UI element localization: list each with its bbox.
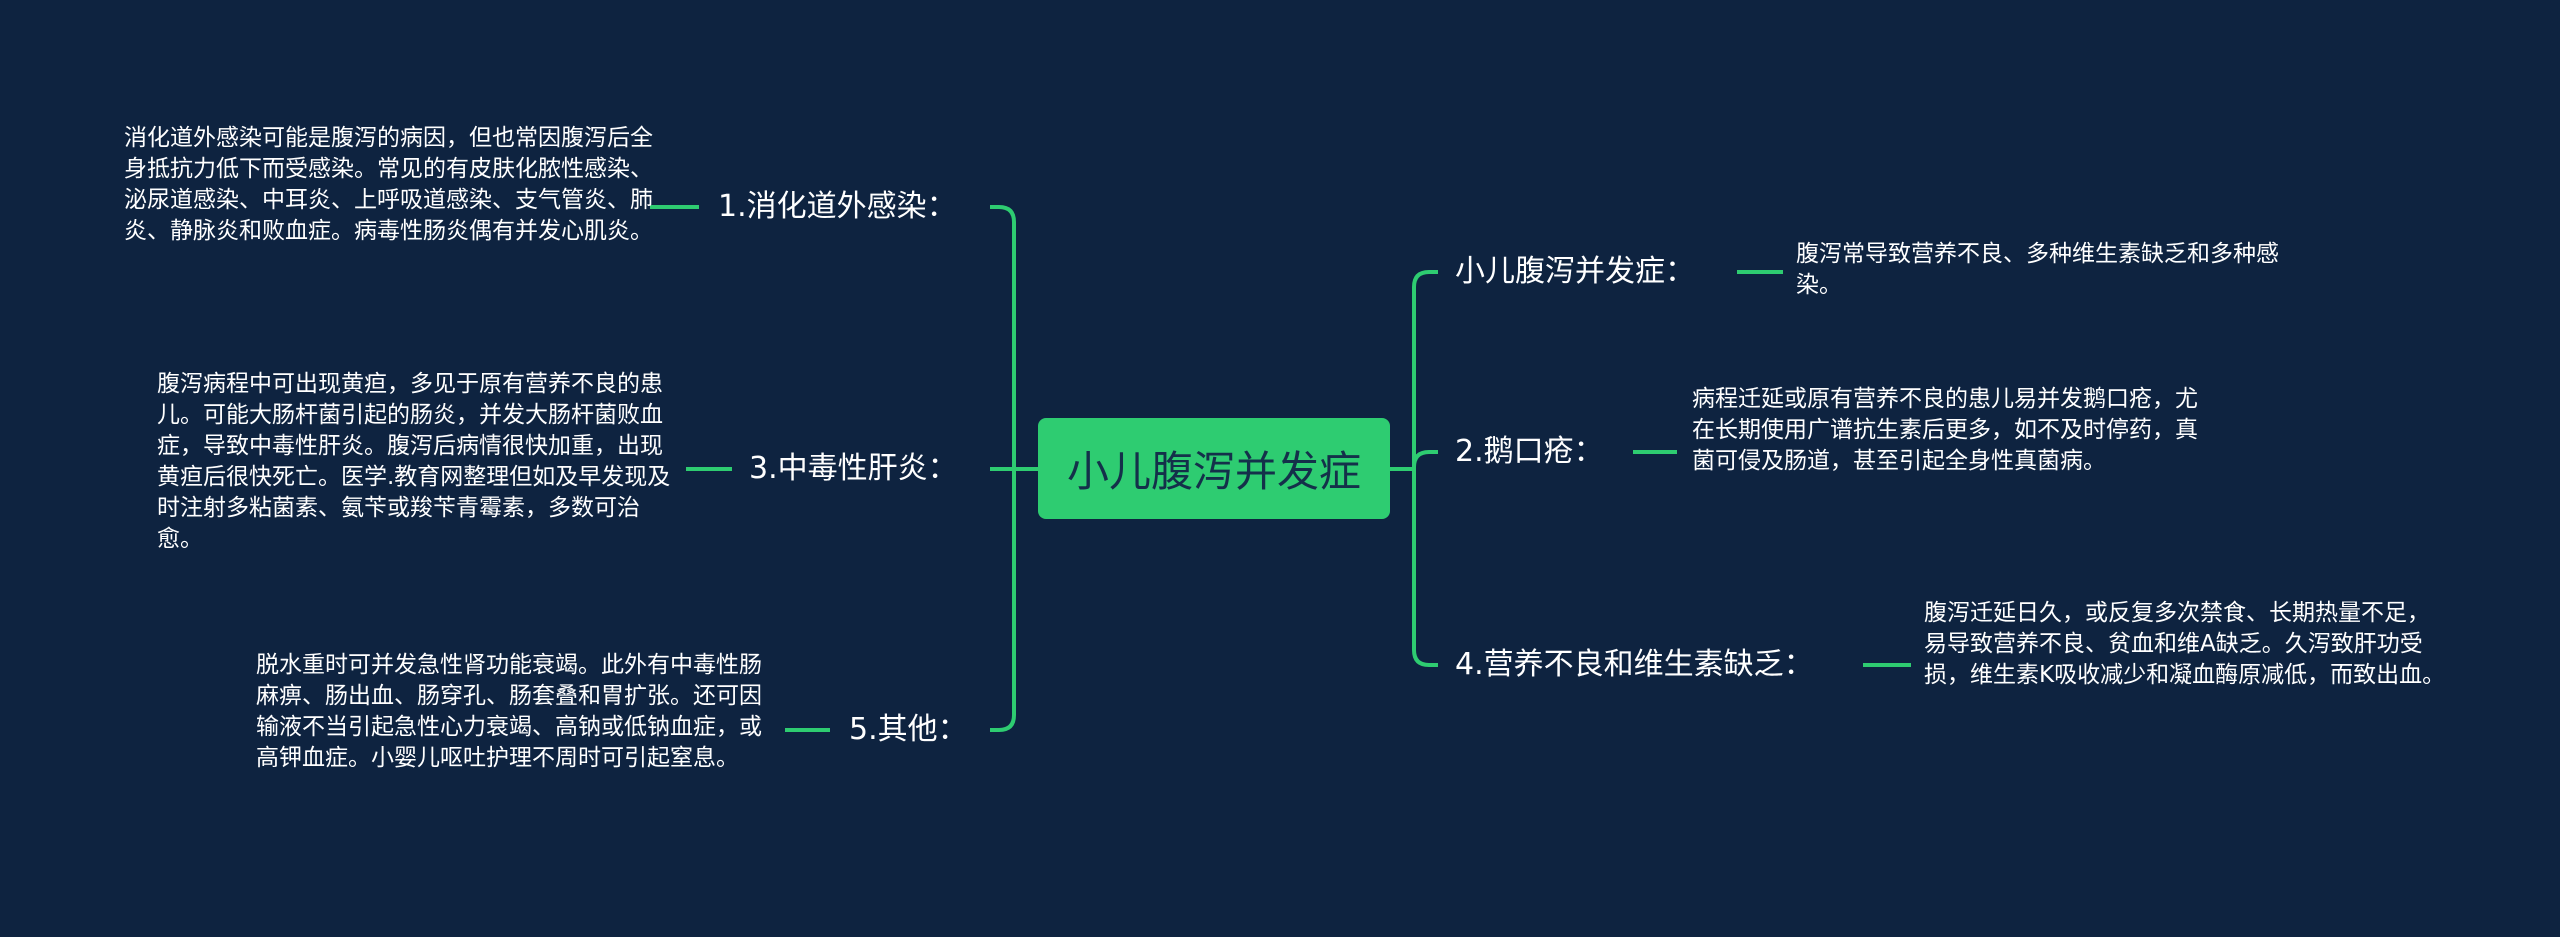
detail-extraintestinal-infection: 消化道外感染可能是腹泻的病因，但也常因腹泻后全身抵抗力低下而受感染。常见的有皮肤… <box>124 125 653 244</box>
central-topic-label: 小儿腹泻并发症 <box>1066 447 1361 496</box>
detail-toxic-hepatitis: 腹泻病程中可出现黄疸，多见于原有营养不良的患儿。可能大肠杆菌引起的肠炎，并发大肠… <box>157 371 671 552</box>
detail-malnutrition: 腹泻迁延日久，或反复多次禁食、长期热量不足，易导致营养不良、贫血和维A缺乏。久泻… <box>1924 600 2446 688</box>
detail-other: 脱水重时可并发急性肾功能衰竭。此外有中毒性肠麻痹、肠出血、肠穿孔、肠套叠和胃扩张… <box>256 652 762 771</box>
topic-toxic-hepatitis[interactable]: 3.中毒性肝炎： <box>749 451 958 486</box>
topic-extraintestinal-infection[interactable]: 1.消化道外感染： <box>718 189 957 224</box>
connector-left-5 <box>990 469 1016 732</box>
topic-other[interactable]: 5.其他： <box>849 712 968 747</box>
topic-thrush[interactable]: 2.鹅口疮： <box>1455 434 1604 469</box>
connector-right-0 <box>1412 270 1438 469</box>
detail-complications: 腹泻常导致营养不良、多种维生素缺乏和多种感染。 <box>1796 241 2279 298</box>
detail-thrush: 病程迁延或原有营养不良的患儿易并发鹅口疮，尤在长期使用广谱抗生素后更多，如不及时… <box>1692 386 2198 474</box>
topic-malnutrition[interactable]: 4.营养不良和维生素缺乏： <box>1455 647 1814 682</box>
central-topic[interactable]: 小儿腹泻并发症 <box>1038 418 1390 519</box>
connector-left-1 <box>990 205 1016 469</box>
connector-right-2 <box>1412 450 1438 469</box>
connector-right-4 <box>1412 469 1438 667</box>
topic-complications[interactable]: 小儿腹泻并发症： <box>1455 254 1695 289</box>
